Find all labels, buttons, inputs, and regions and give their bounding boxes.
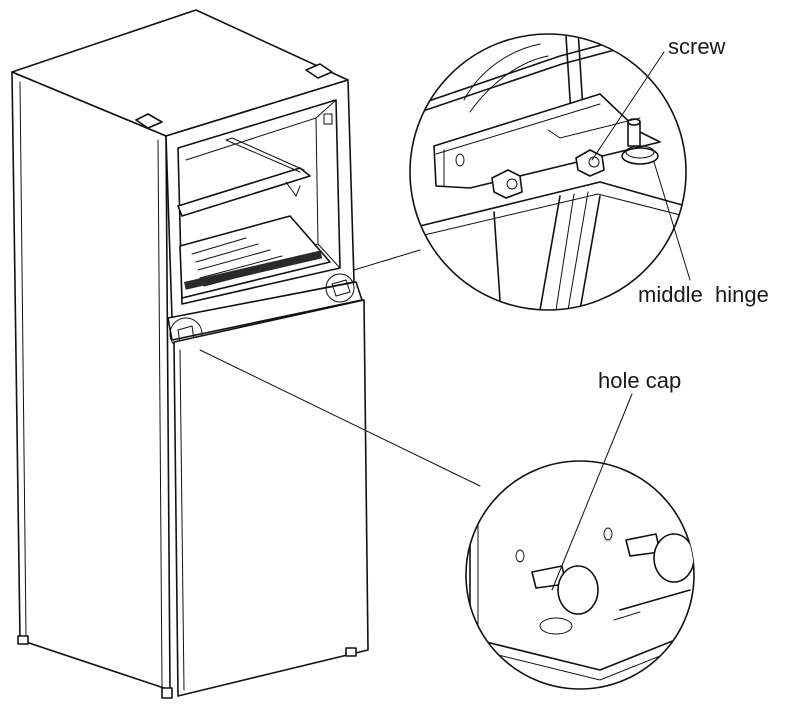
refrigerator	[11, 9, 369, 699]
label-middle-hinge: middle hinge	[638, 282, 769, 307]
callout-leaders	[199, 249, 481, 487]
freezer-shelf	[177, 167, 311, 217]
detail-circle-middle-hinge	[409, 33, 691, 311]
fridge-left-side	[11, 71, 171, 691]
label-hole-cap: hole cap	[598, 368, 681, 393]
screw-icon	[575, 149, 605, 177]
hole-cap-icon	[625, 533, 694, 583]
detail-circle-hole-cap	[465, 393, 695, 690]
label-screw: screw	[668, 34, 726, 59]
middle-hinge-plate	[433, 93, 661, 189]
hole-cap-icon	[531, 565, 599, 615]
fridge-lower-door	[173, 299, 369, 697]
hinge-pin-icon	[621, 118, 659, 165]
screw-icon	[491, 169, 523, 199]
